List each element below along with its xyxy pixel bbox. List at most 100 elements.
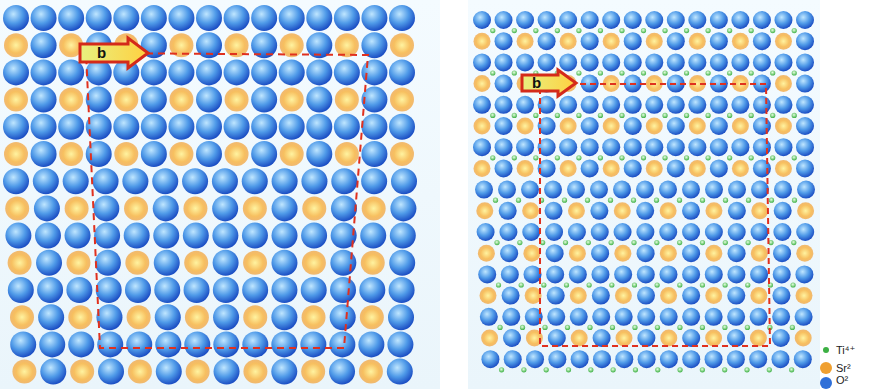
sr-ion bbox=[570, 287, 587, 304]
ti-ion bbox=[792, 155, 797, 160]
sr-ion bbox=[169, 88, 193, 112]
o-ion bbox=[214, 359, 240, 385]
o-ion bbox=[710, 11, 728, 29]
ti-ion bbox=[641, 70, 646, 75]
o-ion bbox=[31, 59, 57, 85]
o-ion bbox=[544, 181, 562, 199]
ti-ion bbox=[727, 155, 732, 160]
o-ion bbox=[155, 331, 181, 357]
sr-ion bbox=[169, 142, 193, 166]
o-ion bbox=[184, 331, 210, 357]
o-ion bbox=[682, 308, 700, 326]
ti-ion bbox=[490, 113, 495, 118]
o-ion bbox=[571, 350, 589, 368]
o-ion bbox=[389, 5, 415, 31]
sr-ion bbox=[560, 33, 577, 50]
o-ion bbox=[710, 96, 728, 114]
ti-ion bbox=[677, 325, 682, 330]
o-ion bbox=[113, 114, 139, 140]
o-ion bbox=[548, 350, 566, 368]
o-ion bbox=[591, 244, 609, 262]
o-ion bbox=[774, 53, 792, 71]
o-ion bbox=[705, 308, 723, 326]
sr-ion bbox=[128, 360, 152, 384]
o-ion bbox=[495, 11, 513, 29]
ti-ion bbox=[749, 28, 754, 33]
legend-swatch bbox=[823, 347, 829, 353]
ti-ion bbox=[791, 240, 796, 245]
ti-ion bbox=[497, 325, 502, 330]
o-ion bbox=[637, 265, 655, 283]
sr-ion bbox=[360, 305, 384, 329]
sr-ion bbox=[362, 196, 386, 220]
o-ion bbox=[97, 331, 123, 357]
o-ion bbox=[212, 223, 238, 249]
sr-ion bbox=[225, 88, 249, 112]
ti-ion bbox=[655, 282, 660, 287]
o-ion bbox=[495, 75, 513, 93]
o-ion bbox=[196, 141, 222, 167]
sr-ion bbox=[335, 142, 359, 166]
o-ion bbox=[3, 168, 29, 194]
ti-ion bbox=[727, 28, 732, 33]
sr-ion bbox=[66, 251, 90, 275]
o-ion bbox=[751, 223, 769, 241]
o-ion bbox=[581, 159, 599, 177]
o-ion bbox=[796, 53, 814, 71]
o-ion bbox=[637, 329, 655, 347]
sr-ion bbox=[474, 33, 491, 50]
sr-ion bbox=[480, 287, 497, 304]
o-ion bbox=[182, 168, 208, 194]
ti-ion bbox=[490, 155, 495, 160]
o-ion bbox=[682, 350, 700, 368]
o-ion bbox=[502, 308, 520, 326]
sr-ion bbox=[243, 305, 267, 329]
o-ion bbox=[271, 277, 297, 303]
o-ion bbox=[772, 287, 790, 305]
ti-ion bbox=[700, 198, 705, 203]
o-ion bbox=[753, 117, 771, 135]
o-ion bbox=[516, 96, 534, 114]
sr-ion bbox=[689, 118, 706, 135]
sr-ion bbox=[705, 287, 722, 304]
burgers-vector-label: b bbox=[532, 75, 541, 91]
o-ion bbox=[361, 114, 387, 140]
o-ion bbox=[581, 117, 599, 135]
o-ion bbox=[667, 138, 685, 156]
o-ion bbox=[796, 159, 814, 177]
o-ion bbox=[773, 244, 791, 262]
ti-ion bbox=[700, 240, 705, 245]
o-ion bbox=[753, 11, 771, 29]
o-ion bbox=[613, 181, 631, 199]
sr-ion bbox=[4, 142, 28, 166]
o-ion bbox=[68, 331, 94, 357]
ti-ion bbox=[588, 367, 593, 372]
o-ion bbox=[279, 5, 305, 31]
o-ion bbox=[301, 277, 327, 303]
o-ion bbox=[359, 277, 385, 303]
ti-ion bbox=[631, 240, 636, 245]
o-ion bbox=[271, 331, 297, 357]
ti-ion bbox=[677, 198, 682, 203]
ti-ion bbox=[654, 240, 659, 245]
o-ion bbox=[3, 114, 29, 140]
ti-ion bbox=[619, 155, 624, 160]
o-ion bbox=[329, 359, 355, 385]
o-ion bbox=[154, 250, 180, 276]
o-ion bbox=[31, 5, 57, 31]
o-ion bbox=[796, 75, 814, 93]
ti-ion bbox=[662, 70, 667, 75]
o-ion bbox=[774, 181, 792, 199]
ti-ion bbox=[749, 70, 754, 75]
o-ion bbox=[667, 11, 685, 29]
ti-ion bbox=[744, 367, 749, 372]
ti-ion bbox=[722, 325, 727, 330]
o-ion bbox=[35, 223, 61, 249]
o-ion bbox=[645, 53, 663, 71]
o-ion bbox=[710, 32, 728, 50]
ti-ion bbox=[533, 113, 538, 118]
ti-ion bbox=[662, 113, 667, 118]
ti-ion bbox=[655, 325, 660, 330]
o-ion bbox=[473, 11, 491, 29]
o-ion bbox=[272, 223, 298, 249]
